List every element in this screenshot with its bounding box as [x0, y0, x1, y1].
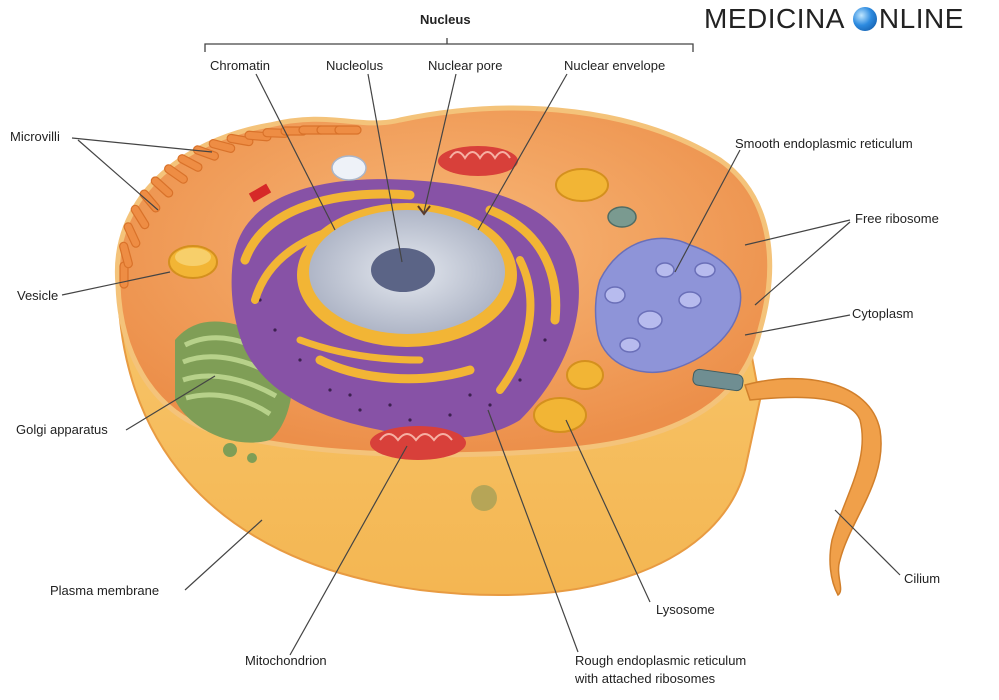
- label-nucleolus: Nucleolus: [326, 58, 384, 73]
- label-lysosome: Lysosome: [656, 602, 715, 617]
- label-microvilli: Microvilli: [10, 129, 60, 144]
- brand-text-left: MEDICINA: [704, 3, 845, 34]
- nucleus: [297, 203, 517, 347]
- globe-icon: [852, 7, 877, 31]
- lysosome: [533, 168, 609, 433]
- microvilli: [119, 125, 362, 289]
- label-golgi: Golgi apparatus: [16, 422, 108, 437]
- nucleus-title: Nucleus: [420, 12, 471, 27]
- green-vesicle: [607, 206, 637, 228]
- label-smooth-er: Smooth endoplasmic reticulum: [735, 136, 913, 151]
- label-vesicle: Vesicle: [17, 288, 59, 303]
- brand-text-right: NLINE: [878, 3, 964, 34]
- nucleolus: [371, 248, 435, 292]
- label-nuclear-envelope: Nuclear envelope: [564, 58, 666, 73]
- label-mitochondrion: Mitochondrion: [245, 653, 327, 668]
- label-nuclear-pore: Nuclear pore: [428, 58, 503, 73]
- leader-lines: [61, 73, 901, 656]
- nucleus-bracket: [204, 38, 694, 52]
- label-rough-er-line2: with attached ribosomes: [575, 671, 716, 686]
- label-plasma-membrane: Plasma membrane: [50, 583, 160, 598]
- mitochondrion-top: [438, 146, 518, 176]
- label-rough-er: Rough endoplasmic reticulum: [575, 653, 747, 668]
- centriole: [248, 183, 272, 203]
- label-cilium: Cilium: [904, 571, 941, 586]
- small-vesicle: [471, 485, 497, 511]
- label-cytoplasm: Cytoplasm: [852, 306, 914, 321]
- cilium-base: [692, 368, 744, 392]
- nuclear-pore: [417, 205, 431, 216]
- label-chromatin: Chromatin: [210, 58, 270, 73]
- mitochondrion: [370, 426, 466, 460]
- smooth-endoplasmic-reticulum: [594, 237, 742, 374]
- cilium: [744, 377, 882, 597]
- white-vesicle: [331, 155, 367, 181]
- vesicle: [168, 245, 218, 279]
- brand-logo: MEDICINA NLINE: [704, 2, 964, 36]
- label-free-ribosome: Free ribosome: [855, 211, 939, 226]
